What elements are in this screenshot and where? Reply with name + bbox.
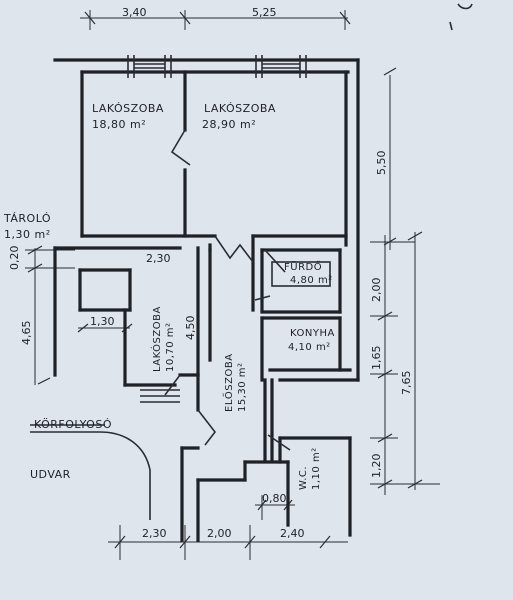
room-name-wc: W.C. (298, 466, 309, 490)
dim-right-bottom: 1,20 (370, 454, 383, 479)
dim-right-mid2: 1,65 (370, 346, 383, 371)
room-name-bathroom: FÜRDŐ (284, 259, 322, 273)
doors (164, 129, 291, 451)
dim-storage-width: 1,30 (90, 315, 115, 328)
dim-right-mid1: 2,00 (370, 278, 383, 303)
room-area-hall: 15,30 m² (237, 362, 248, 412)
area-corridor: KÖRFOLYOSÓ (34, 418, 112, 431)
room-name-living2: LAKÓSZOBA (204, 102, 276, 115)
dim-right-upper: 5,50 (375, 151, 388, 176)
dim-left-height: 4,65 (20, 321, 33, 346)
room-area-living3: 10,70 m² (165, 322, 176, 372)
pen-mark (457, 3, 473, 10)
dim-living3-depth: 4,50 (184, 316, 197, 341)
walls (30, 55, 360, 542)
dimension-labels: 3,40 5,25 5,50 2,00 1,65 7,65 1,20 0,20 … (8, 6, 413, 540)
dim-bottom-left: 2,30 (142, 527, 167, 540)
room-area-wc: 1,10 m² (311, 447, 322, 490)
room-labels: LAKÓSZOBA 18,80 m² LAKÓSZOBA 28,90 m² TÁ… (3, 102, 335, 490)
pen-tick (449, 21, 453, 31)
dim-bottom-right: 2,40 (280, 527, 305, 540)
room-area-storage: 1,30 m² (4, 228, 51, 241)
area-yard: UDVAR (30, 468, 71, 481)
room-area-bathroom: 4,80 m² (290, 275, 333, 286)
dim-top-left: 3,40 (122, 6, 147, 19)
dim-bottom-mid: 2,00 (207, 527, 232, 540)
dim-storage-depth: 2,30 (146, 252, 171, 265)
room-name-kitchen: KONYHA (290, 328, 335, 339)
room-area-living1: 18,80 m² (92, 118, 146, 131)
room-area-living2: 28,90 m² (202, 118, 256, 131)
room-name-hall: ELŐSZOBA (221, 353, 235, 412)
room-area-kitchen: 4,10 m² (288, 342, 331, 353)
dimension-lines (25, 10, 440, 560)
dim-right-overall: 7,65 (400, 371, 413, 396)
dim-top-right: 5,25 (252, 6, 277, 19)
dim-left-small: 0,20 (8, 246, 21, 271)
room-name-living3: LAKÓSZOBA (150, 306, 163, 372)
dim-wc-width: 0,80 (262, 492, 287, 505)
room-name-living1: LAKÓSZOBA (92, 102, 164, 115)
room-name-storage: TÁROLÓ (3, 212, 51, 225)
